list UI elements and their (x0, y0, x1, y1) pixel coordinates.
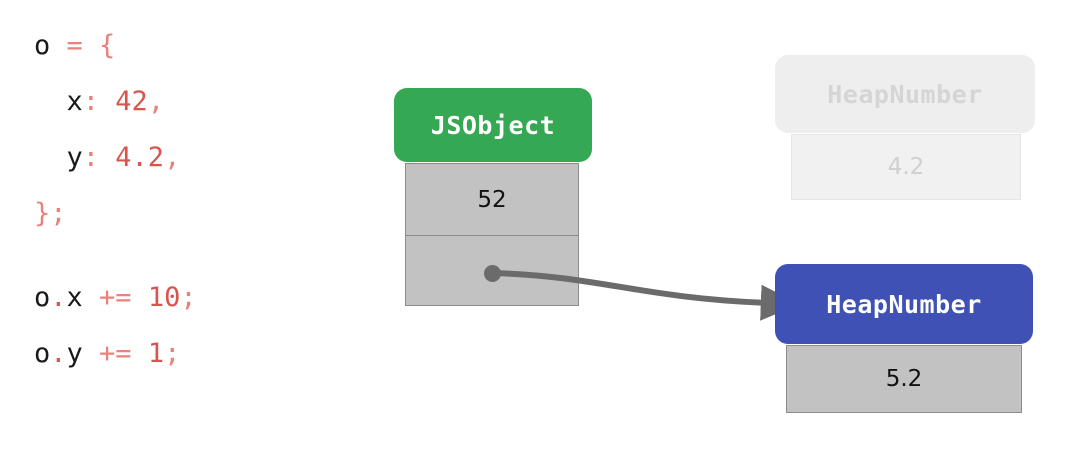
code-token: = (66, 30, 100, 61)
code-token: : (82, 142, 116, 173)
code-token: , (147, 86, 165, 117)
code-token: y (66, 338, 100, 369)
code-line-4 (34, 242, 364, 270)
heapnumber-stale-header: HeapNumber (775, 55, 1035, 133)
jsobject-header: JSObject (394, 88, 592, 162)
code-token: y (34, 142, 83, 173)
code-token: . (50, 282, 67, 313)
code-token: ; (50, 198, 67, 229)
code-token: x (66, 282, 100, 313)
code-line-6: o.y += 1; (34, 326, 364, 382)
code-token: . (50, 338, 67, 369)
code-token: ; (164, 338, 181, 369)
code-token: : (82, 86, 116, 117)
heapnumber-header: HeapNumber (775, 264, 1033, 344)
heapnumber-stale-value: 4.2 (791, 134, 1021, 200)
code-token: o (34, 282, 51, 313)
code-token: 42 (115, 86, 148, 117)
heapnumber-stale-fields: 4.2 (791, 134, 1021, 200)
code-token: x (34, 86, 83, 117)
code-token: ; (180, 282, 197, 313)
code-token: += (99, 338, 148, 369)
code-token: { (99, 30, 116, 61)
heapnumber-value: 5.2 (786, 345, 1022, 413)
code-token: 4.2 (115, 142, 165, 173)
code-token: += (99, 282, 148, 313)
code-listing: o = { x: 42, y: 4.2,}; o.x += 10;o.y += … (34, 18, 364, 418)
code-line-2: y: 4.2, (34, 130, 364, 186)
code-token: 10 (147, 282, 181, 313)
jsobject-fields: 52 (405, 163, 579, 306)
code-token: o (34, 338, 51, 369)
pointer-dot-icon (484, 265, 501, 282)
code-line-3: }; (34, 186, 364, 242)
jsobject-field-x: 52 (405, 163, 579, 236)
code-token: , (164, 142, 181, 173)
code-line-1: x: 42, (34, 74, 364, 130)
code-token: } (34, 198, 51, 229)
code-token: 1 (147, 338, 165, 369)
code-token: o (34, 30, 67, 61)
code-line-5: o.x += 10; (34, 270, 364, 326)
code-line-0: o = { (34, 18, 364, 74)
heapnumber-fields: 5.2 (786, 345, 1022, 413)
